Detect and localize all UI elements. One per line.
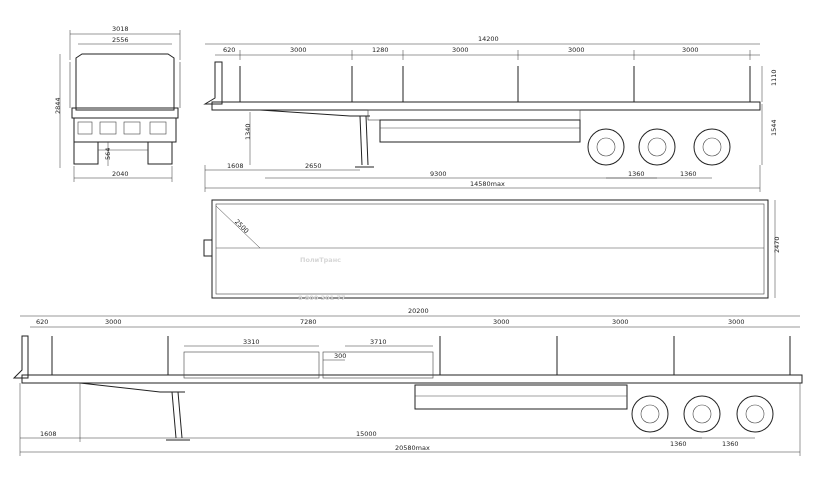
top-kingpin-height: 1340 [244,123,252,140]
ext-right: 3710 [370,338,387,346]
top-seg-front: 620 [223,46,235,54]
plan-view: 2500 2470 [203,199,781,299]
ext-axle-spacing-1: 1360 [670,440,687,448]
top-wheels [587,128,731,166]
watermark: ПолиТранс 8 800 301 77 [298,256,346,302]
front-height-total: 2844 [54,97,62,114]
ext-axle-spacing-2: 1360 [722,440,739,448]
watermark-phone: 8 800 301 77 [298,294,346,302]
front-wheel-track: 2040 [112,170,129,178]
top-seg4: 3000 [682,46,699,54]
top-overall-length: 14580max [470,180,505,188]
side-view-top: 14200 620 3000 1280 3000 3000 3000 [203,35,778,192]
ext-seg3: 3000 [612,318,629,326]
top-seg1: 3000 [290,46,307,54]
top-total-length: 14200 [478,35,499,43]
ext-seg1: 3000 [105,318,122,326]
top-seg2: 3000 [452,46,469,54]
front-height-coupling: 564 [104,148,112,160]
ext-kingpin-to-axle: 15000 [356,430,377,438]
ext-seg4: 3000 [728,318,745,326]
top-seg-gap: 1280 [372,46,389,54]
ext-wheels [631,395,774,433]
watermark-brand: ПолиТранс [300,256,341,264]
top-seg3: 3000 [568,46,585,54]
top-deck-height: 1544 [770,119,778,136]
ext-gap: 300 [334,352,346,360]
front-width-mid: 2556 [112,36,129,44]
top-axle-spacing-1: 1360 [628,170,645,178]
top-axle-spacing-2: 1360 [680,170,697,178]
front-width-top: 3018 [112,25,129,33]
ext-seg-front: 620 [36,318,48,326]
plan-width: 2470 [773,236,781,253]
top-front-overhang: 1608 [227,162,244,170]
ext-total-length: 20200 [408,307,429,315]
ext-seg-ext: 7280 [300,318,317,326]
ext-seg2: 3000 [493,318,510,326]
ext-overall-length: 20580max [395,444,430,452]
side-view-extended: 20200 620 3000 7280 3000 3000 3000 3310 … [12,307,803,456]
top-kingpin-to-leg: 2650 [305,162,322,170]
plan-diagonal: 2500 [233,218,250,235]
ext-left: 3310 [243,338,260,346]
top-kingpin-to-axle: 9300 [430,170,447,178]
front-view: 3018 2556 2844 564 2040 [54,25,181,182]
top-stake-height: 1110 [770,69,778,86]
ext-front-overhang: 1608 [40,430,57,438]
